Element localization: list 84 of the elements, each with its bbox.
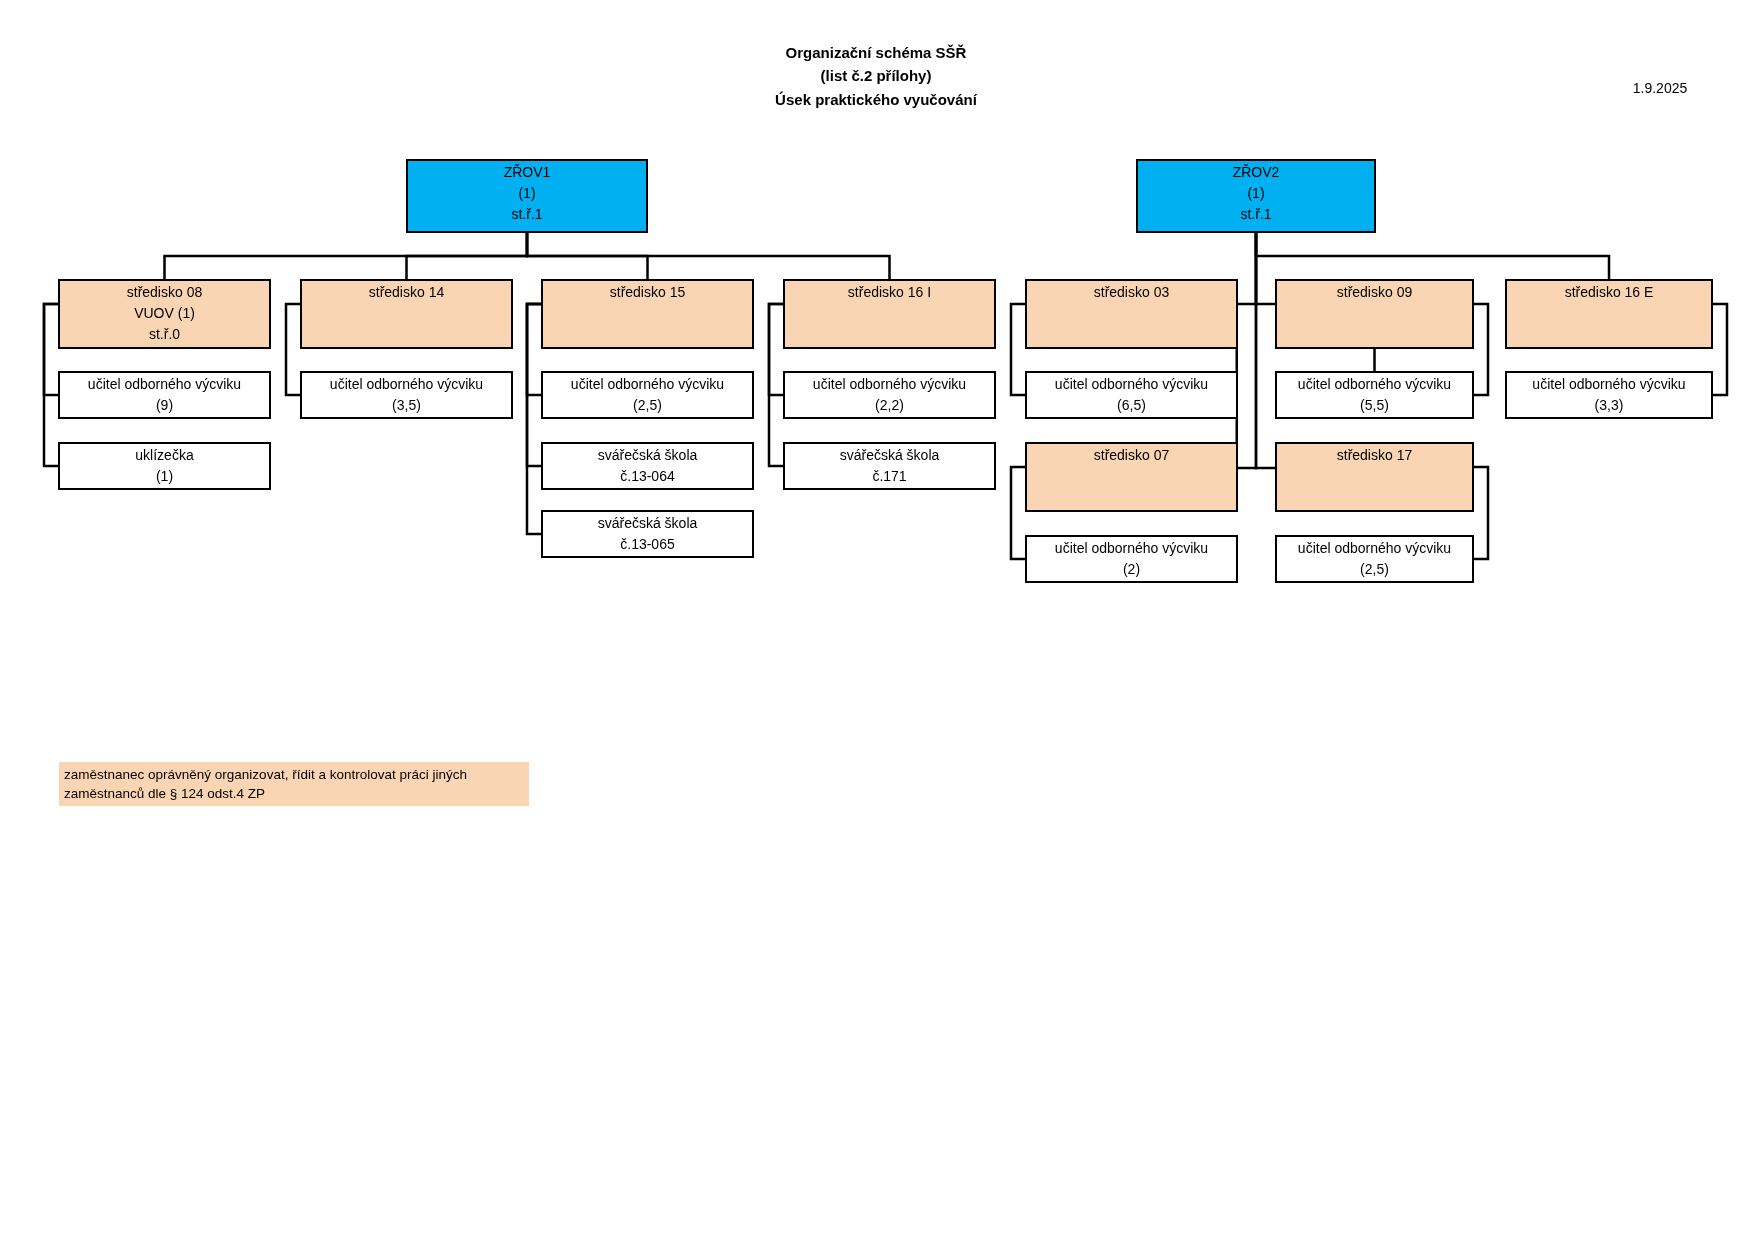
staff-box [300, 371, 513, 419]
title: Organizační schéma SŠŘ [784, 44, 968, 61]
box-text: učitel odborného výcviku [87, 375, 242, 394]
box-text: ZŘOV2 [1232, 163, 1280, 182]
connector-line [1254, 233, 1275, 470]
staff-box [58, 371, 271, 419]
box-text: středisko 09 [1336, 283, 1413, 302]
staff-box [58, 442, 271, 490]
box-text: ZŘOV1 [503, 163, 551, 182]
staff-box [1275, 371, 1474, 419]
box-text: (6,5) [1117, 396, 1146, 415]
staff-box [541, 442, 754, 490]
manager-box [1136, 159, 1376, 233]
connector-line [1713, 302, 1729, 397]
box-text: středisko 17 [1336, 446, 1413, 465]
staff-box [1275, 535, 1474, 583]
box-text: VUOV (1) [134, 304, 195, 323]
box-text: středisko 16 E [1564, 283, 1654, 302]
subtitle: Úsek praktického vyučování [774, 91, 978, 108]
box-text: učitel odborného výcviku [1297, 375, 1452, 394]
connector-line [42, 302, 58, 468]
box-text: č.13-064 [620, 467, 675, 486]
staff-box [783, 371, 996, 419]
box-text: středisko 08 [126, 283, 203, 302]
box-text: č.171 [872, 467, 907, 486]
department-box [541, 279, 754, 349]
staff-box [541, 510, 754, 558]
box-text: učitel odborného výcviku [1532, 375, 1686, 394]
connector-line [1373, 349, 1376, 371]
box-text: (1) [1247, 184, 1265, 203]
box-text: st.ř.0 [148, 325, 181, 344]
box-text: učitel odborného výcviku [329, 375, 484, 394]
connector-line [1474, 465, 1490, 561]
box-text: (2) [1122, 560, 1141, 579]
box-text: učitel odborného výcviku [812, 375, 967, 394]
connector-line [1474, 302, 1490, 397]
connector-line [525, 302, 541, 536]
box-text: svářečská škola [597, 514, 698, 533]
box-text: st.ř.1 [511, 205, 543, 224]
department-box [1275, 442, 1474, 512]
box-text: (3,3) [1594, 396, 1624, 415]
box-text: uklízečka [135, 446, 194, 465]
connector-line [767, 302, 783, 468]
box-text: středisko 15 [609, 283, 686, 302]
department-box [1025, 442, 1238, 512]
date-text: 1.9.2025 [1631, 80, 1689, 96]
box-text: svářečská škola [839, 446, 940, 465]
box-text: (9) [155, 396, 174, 415]
department-box [58, 279, 271, 349]
box-text: středisko 14 [368, 283, 445, 302]
connector-line [284, 302, 300, 397]
department-box [1275, 279, 1474, 349]
connector-line [1009, 302, 1025, 397]
department-box [300, 279, 513, 349]
box-text: svářečská škola [597, 446, 698, 465]
connector-line [525, 233, 891, 279]
box-text: středisko 03 [1093, 283, 1170, 302]
legend-swatch: zaměstnanec oprávněný organizovat, řídit a kontrolovat práci jiných zaměstnanců dle § 124 odst.4 ZP [59, 762, 529, 806]
box-text: (2,5) [633, 396, 662, 415]
staff-box [1025, 371, 1238, 419]
box-text: (3,5) [392, 396, 421, 415]
department-box [1025, 279, 1238, 349]
box-text: (2,5) [1360, 560, 1389, 579]
box-text: st.ř.1 [1240, 205, 1272, 224]
box-text: č.13-065 [620, 535, 675, 554]
staff-box [1025, 535, 1238, 583]
manager-box [406, 159, 648, 233]
box-text: (1) [518, 184, 536, 203]
box-text: středisko 07 [1093, 446, 1170, 465]
box-text: (2,2) [875, 396, 904, 415]
staff-box [1505, 371, 1713, 419]
subtitle: (list č.2 přílohy) [819, 67, 933, 84]
box-text: (1) [155, 467, 174, 486]
staff-box [541, 371, 754, 419]
box-text: učitel odborného výcviku [1054, 539, 1209, 558]
connector-line [1009, 465, 1025, 561]
box-text: učitel odborného výcviku [1297, 539, 1452, 558]
box-text: (5,5) [1360, 396, 1389, 415]
staff-box [783, 442, 996, 490]
department-box [1505, 279, 1713, 349]
box-text: učitel odborného výcviku [1054, 375, 1209, 394]
box-text: středisko 16 I [847, 283, 932, 302]
department-box [783, 279, 996, 349]
box-text: učitel odborného výcviku [570, 375, 725, 394]
